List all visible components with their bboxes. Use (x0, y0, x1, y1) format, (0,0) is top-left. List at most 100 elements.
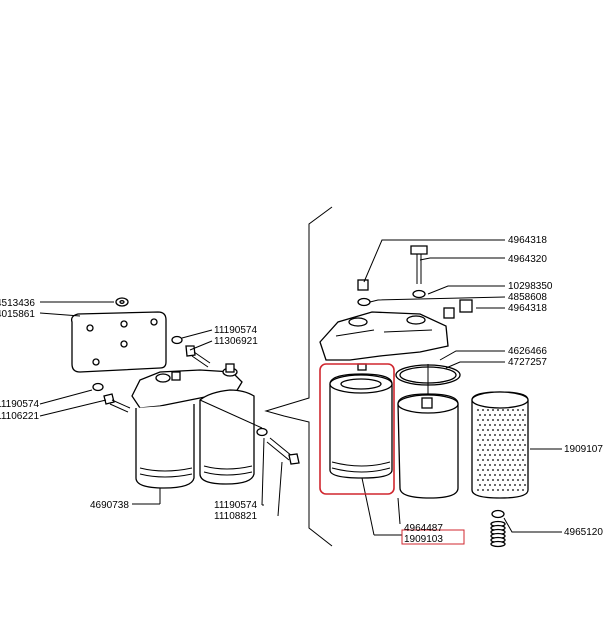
highlight-box-filter (319, 363, 395, 495)
mesh-dot (504, 454, 506, 456)
part-label: 1909107 (564, 444, 603, 455)
part-label: 4964487 (404, 523, 443, 534)
bolt-head (185, 345, 196, 357)
mesh-dot (507, 409, 509, 411)
mesh-dot (522, 439, 524, 441)
mesh-dot (497, 479, 499, 481)
mesh-dot (482, 449, 484, 451)
head-nut (225, 363, 235, 373)
mesh-dot (487, 459, 489, 461)
mesh-dot (509, 474, 511, 476)
mesh-dot (489, 444, 491, 446)
mesh-dot (487, 479, 489, 481)
mesh-dot (484, 414, 486, 416)
mesh-dot (477, 449, 479, 451)
mounting-plate (70, 311, 167, 373)
mesh-dot (482, 419, 484, 421)
nut (443, 307, 455, 319)
leader (277, 461, 283, 517)
mesh-dot (502, 419, 504, 421)
mesh-dot (509, 414, 511, 416)
mesh-dot (502, 429, 504, 431)
mesh-dot (489, 454, 491, 456)
mesh-dot (497, 459, 499, 461)
mesh-dot (517, 419, 519, 421)
mesh-dot (519, 474, 521, 476)
head-boss (406, 315, 426, 325)
mesh-dot (524, 454, 526, 456)
mesh-dot (522, 409, 524, 411)
mesh-dot (492, 449, 494, 451)
mesh-dot (494, 444, 496, 446)
cut-line (199, 399, 263, 429)
mesh-dot (512, 449, 514, 451)
mesh-dot (519, 484, 521, 486)
leader (369, 296, 506, 303)
leader (427, 285, 505, 295)
mesh-dot (489, 424, 491, 426)
mesh-dot (504, 434, 506, 436)
mesh-dot (477, 419, 479, 421)
mesh-dot (479, 454, 481, 456)
head-detail (383, 329, 433, 333)
bolt-shank (191, 355, 209, 368)
mesh-dot (497, 469, 499, 471)
screw (459, 299, 473, 313)
mesh-dot (512, 429, 514, 431)
leader (189, 340, 213, 351)
mesh-pattern (477, 409, 526, 491)
mesh-dot (502, 439, 504, 441)
mesh-dot (479, 474, 481, 476)
part-label: 11190574 (0, 399, 39, 410)
washer (491, 509, 505, 519)
mesh-dot (524, 444, 526, 446)
mesh-dot (519, 434, 521, 436)
mesh-dot (497, 449, 499, 451)
mesh-dot (489, 434, 491, 436)
mesh-dot (522, 449, 524, 451)
mesh-dot (484, 424, 486, 426)
leader (181, 329, 213, 339)
leader (361, 477, 375, 536)
plate-hole (150, 318, 158, 326)
bolt-shank (111, 399, 131, 409)
mesh-dot (494, 464, 496, 466)
mesh-dot (494, 424, 496, 426)
mesh-dot (479, 484, 481, 486)
head-boss (348, 317, 368, 327)
mesh-dot (499, 444, 501, 446)
zoom-divider-line (264, 206, 333, 547)
mesh-dot (517, 459, 519, 461)
leader (397, 497, 401, 525)
mesh-dot (484, 434, 486, 436)
mesh-dot (499, 454, 501, 456)
mesh-dot (479, 434, 481, 436)
washer (92, 382, 104, 392)
mesh-dot (502, 449, 504, 451)
mesh-dot (507, 469, 509, 471)
mesh-dot (522, 469, 524, 471)
part-label: 4015861 (0, 309, 35, 320)
mesh-dot (504, 424, 506, 426)
mesh-dot (479, 414, 481, 416)
part-label: 4964320 (508, 254, 547, 265)
mesh-dot (514, 454, 516, 456)
bolt-head (288, 453, 300, 465)
leader (39, 399, 107, 417)
spring-coil (490, 540, 506, 548)
part-label: 11106221 (0, 411, 39, 422)
mesh-dot (489, 484, 491, 486)
filter-rib (331, 461, 391, 467)
mesh-dot (492, 479, 494, 481)
mesh-dot (477, 409, 479, 411)
mesh-dot (519, 424, 521, 426)
part-label: 4964318 (508, 235, 547, 246)
mesh-dot (499, 464, 501, 466)
mesh-dot (517, 489, 519, 491)
mesh-dot (497, 419, 499, 421)
washer (412, 289, 426, 299)
mesh-dot (502, 409, 504, 411)
part-label: 11108821 (214, 511, 257, 522)
leader (39, 312, 81, 317)
